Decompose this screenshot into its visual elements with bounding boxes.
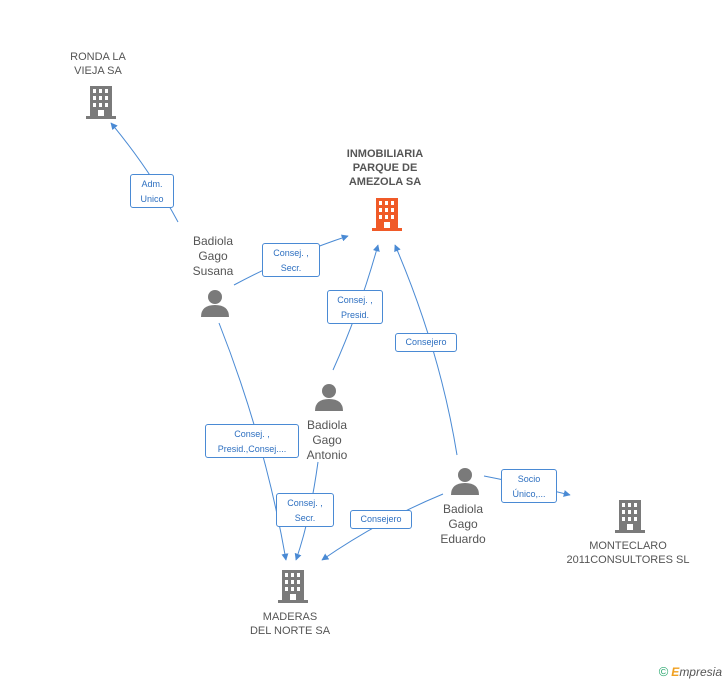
brand-name: mpresia: [679, 665, 722, 679]
edge-label-susana-ronda[interactable]: Adm. Unico: [130, 174, 174, 208]
edge-label-susana-inmobiliaria[interactable]: Consej. , Secr.: [262, 243, 320, 277]
company-label-monteclaro[interactable]: MONTECLARO 2011CONSULTORES SL: [566, 540, 690, 566]
edge-label-eduardo-maderas[interactable]: Consejero: [350, 510, 412, 529]
person-label-antonio[interactable]: Badiola Gago Antonio: [306, 418, 348, 462]
person-label-eduardo[interactable]: Badiola Gago Eduardo: [440, 502, 486, 546]
edge-label-antonio-inmobiliaria[interactable]: Consej. , Presid.: [327, 290, 383, 324]
person-label-susana[interactable]: Badiola Gago Susana: [192, 234, 234, 278]
company-label-maderas[interactable]: MADERAS DEL NORTE SA: [249, 611, 331, 637]
copyright-icon: ©: [658, 664, 669, 679]
person-icon[interactable]: [315, 384, 343, 411]
edge-label-susana-maderas[interactable]: Consej. , Presid.,Consej....: [205, 424, 299, 458]
building-icon[interactable]: [86, 86, 116, 119]
edge-susana-ronda: [110, 122, 179, 223]
edge-label-eduardo-monteclaro[interactable]: Socio Único,...: [501, 469, 557, 503]
building-icon[interactable]: [278, 570, 308, 603]
brand-initial: E: [671, 665, 680, 679]
company-label-ronda[interactable]: RONDA LA VIEJA SA: [70, 51, 126, 77]
edge-label-antonio-maderas[interactable]: Consej. , Secr.: [276, 493, 334, 527]
company-label-inmobiliaria[interactable]: INMOBILIARIA PARQUE DE AMEZOLA SA: [346, 148, 424, 188]
building-icon[interactable]: [615, 500, 645, 533]
footer-brand: ©Empresia: [659, 664, 722, 679]
edge-label-eduardo-inmobiliaria[interactable]: Consejero: [395, 333, 457, 352]
building-icon[interactable]: [372, 198, 402, 231]
person-icon[interactable]: [451, 468, 479, 495]
person-icon[interactable]: [201, 290, 229, 317]
